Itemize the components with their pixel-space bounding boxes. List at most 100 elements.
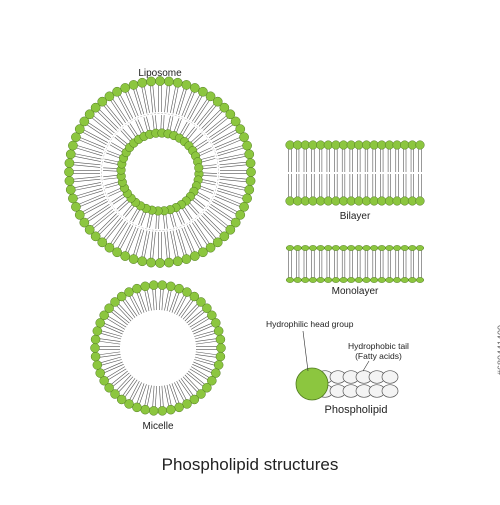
head-circle (68, 140, 78, 151)
head-circle (65, 149, 76, 160)
head-circle (235, 124, 246, 134)
tail-line (116, 199, 128, 210)
tail-line (109, 144, 123, 152)
tail-line (103, 161, 118, 165)
tail-line (129, 381, 140, 400)
tail-line (80, 137, 106, 149)
tail-line (86, 124, 110, 140)
head-ellipse (301, 245, 310, 251)
tail-line (73, 178, 101, 183)
tail-line (110, 100, 126, 124)
tail-line (189, 315, 208, 328)
bilayer (285, 140, 425, 206)
head-circle (92, 360, 103, 370)
tail-line (107, 188, 121, 195)
head-circle (157, 280, 168, 290)
tail-line (107, 150, 121, 156)
head-circle (407, 140, 417, 150)
head-circle (128, 254, 139, 264)
tail-line (172, 230, 179, 258)
head-circle (71, 132, 81, 143)
head-circle (202, 383, 212, 393)
tail-line (190, 318, 210, 330)
tail-line (103, 217, 122, 239)
tail-line (99, 109, 119, 129)
tail-line (122, 128, 133, 140)
head-circle (166, 281, 176, 292)
tail-line (219, 176, 247, 180)
tail-line (219, 161, 247, 166)
head-circle (124, 287, 134, 297)
tail-line (73, 176, 101, 180)
tail-line (192, 199, 204, 210)
tail-line (139, 291, 147, 312)
head-circle (172, 77, 183, 88)
figure-title: Phospholipid structures (161, 455, 339, 474)
tail-line (193, 361, 213, 371)
tail-line (140, 212, 147, 226)
head-circle (235, 210, 246, 220)
tail-line (135, 88, 145, 115)
head-circle (140, 404, 150, 415)
tail-line (205, 115, 227, 134)
tail-line (99, 354, 121, 358)
tail-line (108, 368, 127, 381)
tail-line (112, 309, 130, 324)
head-circle (293, 196, 303, 206)
tail-line (97, 213, 117, 233)
tail-line (189, 202, 200, 214)
head-circle (172, 256, 183, 267)
tail-line (103, 167, 118, 169)
tail-line (176, 211, 183, 225)
head-circle (239, 132, 249, 143)
head-circle (242, 140, 252, 151)
head-ellipse (370, 277, 379, 283)
tail-line (217, 187, 244, 197)
head-ellipse (339, 277, 348, 283)
tail-line (76, 147, 103, 157)
head-circle (64, 158, 75, 168)
tail-line (111, 370, 128, 385)
tail-line (149, 85, 154, 113)
head-circle (354, 196, 364, 206)
tail-line (169, 384, 177, 405)
tail-line (144, 384, 150, 406)
tail-line (82, 131, 107, 146)
tail-line (212, 201, 237, 215)
hydrophobic-tail-line1: Hydrophobic tail (348, 341, 409, 351)
tail-line (214, 195, 240, 207)
head-ellipse (415, 277, 425, 283)
head-circle (182, 287, 192, 297)
head-circle (338, 140, 349, 150)
tail-line (202, 179, 217, 183)
head-circle (71, 201, 81, 212)
head-circle (308, 140, 318, 150)
tail-line (139, 384, 147, 405)
tail-line (167, 115, 171, 130)
head-ellipse (408, 277, 417, 283)
head-circle (99, 375, 109, 386)
tail-line (199, 149, 213, 156)
head-circle (212, 237, 223, 248)
head-ellipse (324, 277, 333, 283)
head-ellipse (385, 277, 394, 283)
hydrophobic-tail-line2: (Fatty acids) (355, 351, 402, 361)
tail-line (83, 201, 108, 215)
tail-line (176, 119, 182, 133)
tail-line (184, 374, 200, 391)
tail-line (169, 116, 174, 131)
head-circle (215, 351, 226, 362)
tail-line (166, 384, 172, 406)
tail-line (193, 325, 213, 335)
tail-line (194, 356, 216, 363)
tail-line (152, 385, 155, 407)
head-circle (198, 247, 208, 258)
head-circle (239, 201, 249, 212)
tail-line (83, 129, 108, 143)
tail-line (201, 181, 216, 186)
micelle-label: Micelle (142, 421, 174, 432)
head-circle (92, 326, 103, 336)
head-circle (74, 124, 85, 134)
head-circle (79, 116, 90, 127)
tail-line (192, 364, 212, 373)
